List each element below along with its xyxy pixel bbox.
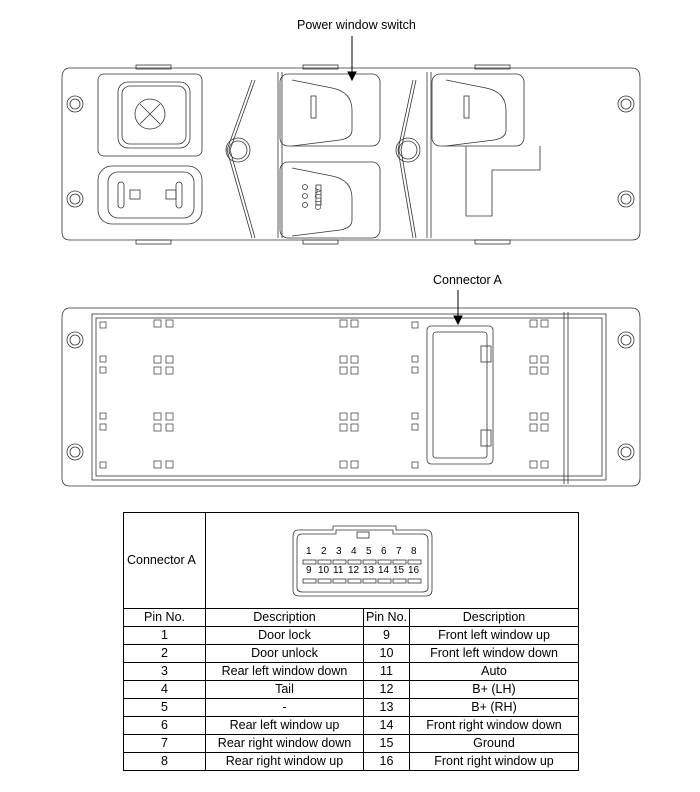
pin-number-label: 12 <box>348 565 360 576</box>
pin-number-label: 16 <box>408 565 420 576</box>
connector-a-arrow <box>453 290 463 326</box>
header-row: Pin No. Description Pin No. Description <box>123 608 579 627</box>
pin-description: Rear left window up <box>205 716 364 735</box>
mounting-tab <box>135 64 511 245</box>
pin-number-label: 8 <box>411 546 417 557</box>
pin-number-label: 1 <box>306 546 312 557</box>
pin-number: 13 <box>363 698 410 717</box>
pin-slot <box>347 578 362 584</box>
connector-a-pin-table: Connector A Pin No. Description Pin No. … <box>123 512 579 771</box>
pin-slot <box>377 559 392 565</box>
pin-number-label: 4 <box>351 546 357 557</box>
pin-number-label: 14 <box>378 565 390 576</box>
pin-slot <box>407 559 422 565</box>
pin-slot <box>347 559 362 565</box>
switch-rear-view-drawing <box>61 307 641 487</box>
pin-slot <box>317 578 332 584</box>
connector-a-housing <box>426 325 494 465</box>
pin-description: Front right window down <box>409 716 579 735</box>
pin-slot <box>407 578 422 584</box>
pin-description: Rear right window down <box>205 734 364 753</box>
pin-number: 16 <box>363 752 410 771</box>
power-window-switch-callout: Power window switch <box>297 18 416 32</box>
pin-slot <box>392 578 407 584</box>
connector-a-callout: Connector A <box>433 273 502 287</box>
pin-number-label: 5 <box>366 546 372 557</box>
connector-a-label: Connector A <box>123 512 206 609</box>
callout-arrow <box>347 36 357 82</box>
pin-slot <box>317 559 332 565</box>
pin-number-label: 6 <box>381 546 387 557</box>
front-right-window-switch <box>431 73 541 217</box>
connector-row: Connector A <box>123 512 579 609</box>
pin-slot <box>302 578 317 584</box>
pin-number-label: 9 <box>306 565 312 576</box>
pin-description: Front left window up <box>409 626 579 645</box>
pin-slot <box>392 559 407 565</box>
pin-slot <box>332 578 347 584</box>
pin-number-label: 10 <box>318 565 330 576</box>
pin-slot <box>377 578 392 584</box>
pin-number-label: 3 <box>336 546 342 557</box>
pin-description: Front right window up <box>409 752 579 771</box>
pin-number-label: 2 <box>321 546 327 557</box>
pin-number-label: 13 <box>363 565 375 576</box>
pin-number-label: 15 <box>393 565 405 576</box>
pin-slot <box>362 578 377 584</box>
front-left-window-switch <box>279 73 381 239</box>
pin-number-label: 7 <box>396 546 402 557</box>
pin-slot <box>302 559 317 565</box>
pin-slot <box>362 559 377 565</box>
pin-slot <box>332 559 347 565</box>
pin-description: B+ (LH) <box>409 680 579 699</box>
pin-description: Rear right window up <box>205 752 364 771</box>
switch-top-view-drawing <box>61 64 641 245</box>
pin-number-label: 11 <box>333 565 344 576</box>
connector-a-diagram-cell <box>205 512 579 609</box>
